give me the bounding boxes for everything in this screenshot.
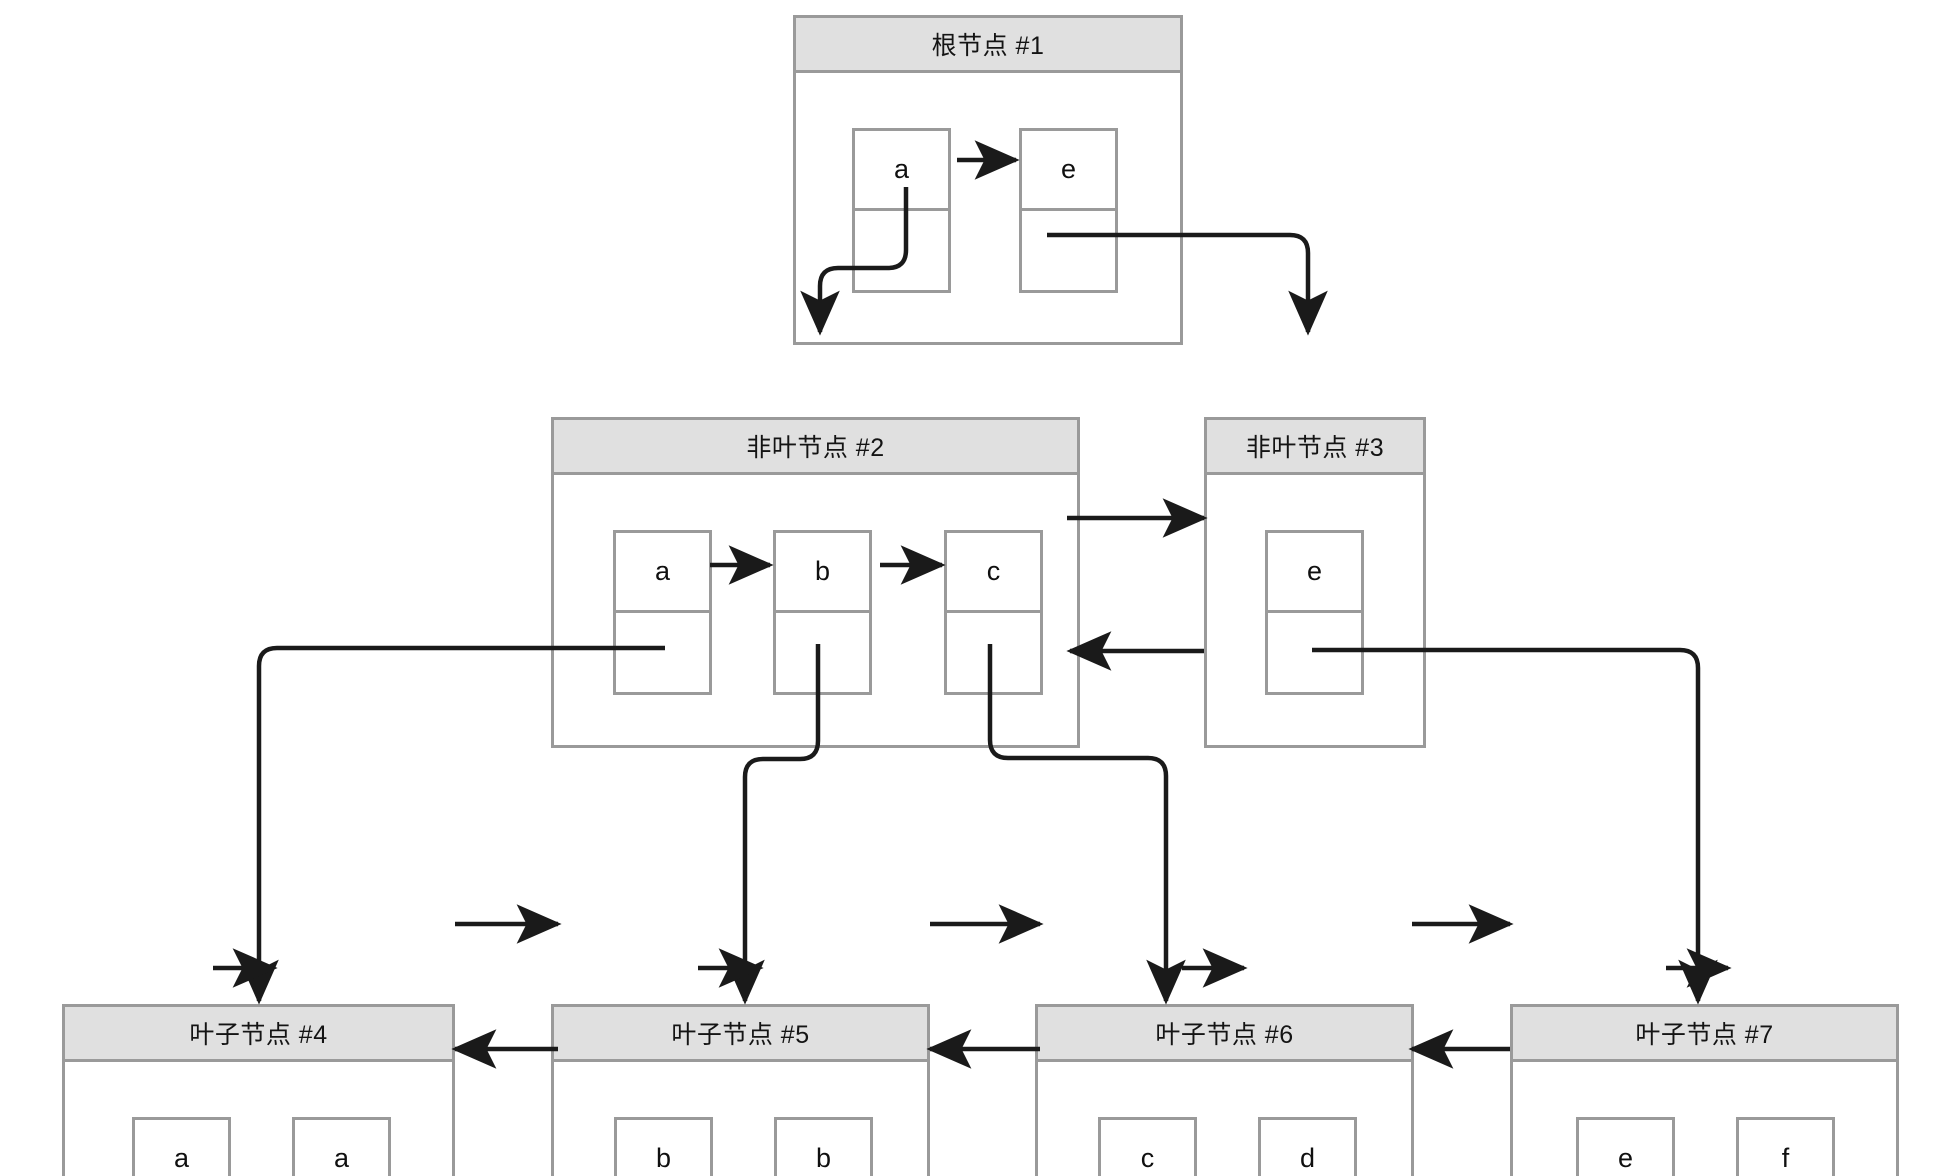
node-internal-2[interactable]: 非叶节点 #2 a b c [551, 417, 1080, 748]
node-internal-2-cell-0[interactable]: a [613, 530, 712, 695]
node-internal-3[interactable]: 非叶节点 #3 e [1204, 417, 1426, 748]
node-root-1-cell-1[interactable]: e [1019, 128, 1118, 293]
node-leaf-7-title: 叶子节点 #7 [1513, 1007, 1896, 1062]
node-leaf-4-cell-0[interactable]: a 4 [132, 1117, 231, 1176]
node-leaf-5-cell-0[interactable]: b 7 [614, 1117, 713, 1176]
node-leaf-5-cell-1-key: b [777, 1120, 870, 1176]
node-internal-3-title: 非叶节点 #3 [1207, 420, 1423, 475]
node-leaf-4-cell-1-key: a [295, 1120, 388, 1176]
node-root-1-title: 根节点 #1 [796, 18, 1180, 73]
node-leaf-7-cell-1[interactable]: f 2 [1736, 1117, 1835, 1176]
node-leaf-4[interactable]: 叶子节点 #4 a 4 a 5 [62, 1004, 455, 1176]
node-leaf-4-body: a 4 a 5 [65, 1062, 452, 1176]
node-internal-3-cell-0[interactable]: e [1265, 530, 1364, 695]
node-leaf-6-cell-0-key: c [1101, 1120, 1194, 1176]
node-root-1[interactable]: 根节点 #1 a e [793, 15, 1183, 345]
node-root-1-body: a e [796, 73, 1180, 342]
node-internal-3-cell-0-key: e [1268, 533, 1361, 613]
node-leaf-7-body: e 3 f 2 [1513, 1062, 1896, 1176]
node-leaf-6-title: 叶子节点 #6 [1038, 1007, 1411, 1062]
node-leaf-5-body: b 7 b 6 [554, 1062, 927, 1176]
node-internal-2-cell-0-pointer [616, 613, 709, 693]
node-leaf-7-cell-0[interactable]: e 3 [1576, 1117, 1675, 1176]
node-leaf-7-cell-1-key: f [1739, 1120, 1832, 1176]
node-internal-3-cell-0-pointer [1268, 613, 1361, 693]
node-internal-2-cell-1-pointer [776, 613, 869, 693]
node-leaf-7[interactable]: 叶子节点 #7 e 3 f 2 [1510, 1004, 1899, 1176]
node-internal-2-body: a b c [554, 475, 1077, 745]
node-internal-2-cell-2-pointer [947, 613, 1040, 693]
node-internal-2-cell-1[interactable]: b [773, 530, 872, 695]
node-root-1-cell-1-pointer [1022, 211, 1115, 291]
node-root-1-cell-1-key: e [1022, 131, 1115, 211]
node-leaf-4-title: 叶子节点 #4 [65, 1007, 452, 1062]
node-internal-2-cell-0-key: a [616, 533, 709, 613]
node-internal-3-body: e [1207, 475, 1423, 745]
node-root-1-cell-0[interactable]: a [852, 128, 951, 293]
node-leaf-6-cell-1[interactable]: d 1 [1258, 1117, 1357, 1176]
node-leaf-4-cell-0-key: a [135, 1120, 228, 1176]
node-leaf-5-cell-1[interactable]: b 6 [774, 1117, 873, 1176]
node-root-1-cell-0-key: a [855, 131, 948, 211]
node-internal-2-title: 非叶节点 #2 [554, 420, 1077, 475]
node-leaf-7-cell-0-key: e [1579, 1120, 1672, 1176]
node-internal-2-cell-2[interactable]: c [944, 530, 1043, 695]
node-internal-2-cell-1-key: b [776, 533, 869, 613]
node-internal-2-cell-2-key: c [947, 533, 1040, 613]
node-leaf-4-cell-1[interactable]: a 5 [292, 1117, 391, 1176]
node-leaf-6-cell-0[interactable]: c 4 [1098, 1117, 1197, 1176]
node-leaf-5-cell-0-key: b [617, 1120, 710, 1176]
node-leaf-5[interactable]: 叶子节点 #5 b 7 b 6 [551, 1004, 930, 1176]
node-leaf-5-title: 叶子节点 #5 [554, 1007, 927, 1062]
node-leaf-6-body: c 4 d 1 [1038, 1062, 1411, 1176]
node-root-1-cell-0-pointer [855, 211, 948, 291]
node-leaf-6-cell-1-key: d [1261, 1120, 1354, 1176]
node-leaf-6[interactable]: 叶子节点 #6 c 4 d 1 [1035, 1004, 1414, 1176]
